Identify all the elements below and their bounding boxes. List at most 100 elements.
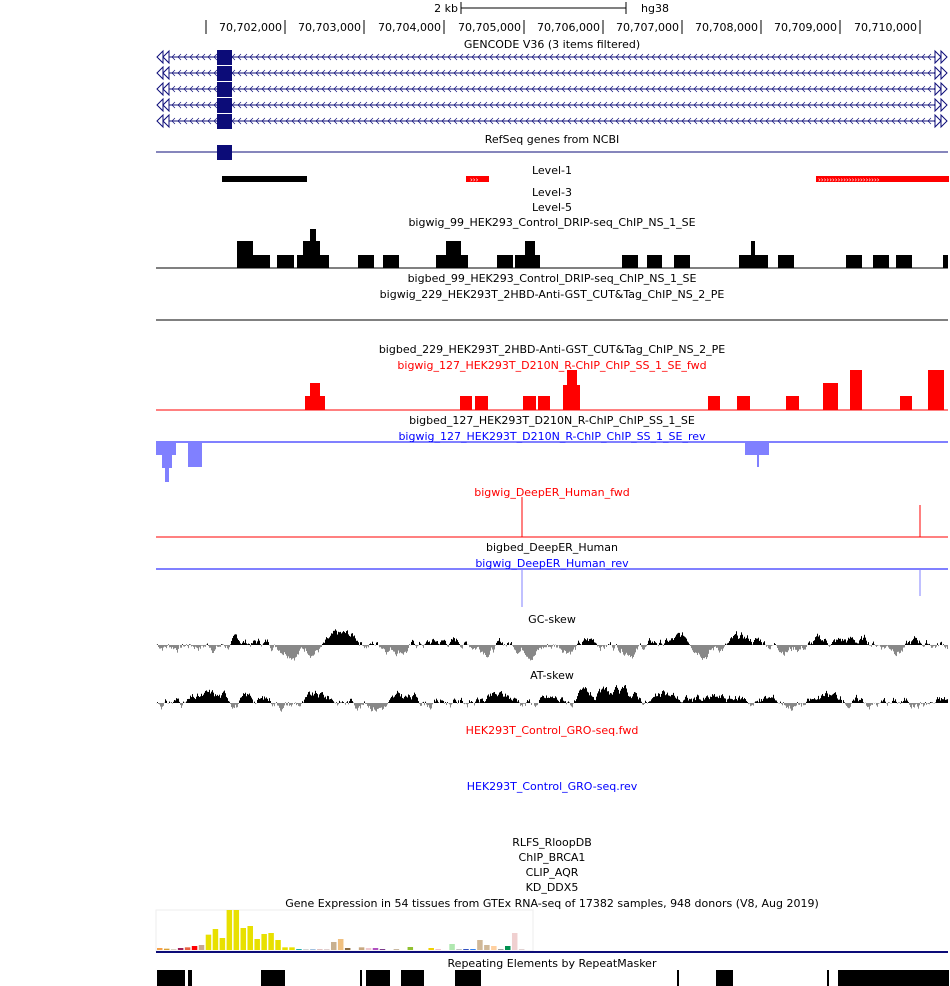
rchip-fwd-signal[interactable] (156, 370, 948, 411)
at-skew-signal[interactable] (156, 685, 948, 712)
skew-bar (781, 703, 782, 704)
bigwig-99-label[interactable]: bigwig_99_HEK293_Control_DRIP-seq_ChIP_N… (408, 216, 696, 229)
repeatmasker-track[interactable] (157, 970, 949, 986)
skew-bar (503, 696, 504, 703)
bigbed-99-label[interactable]: bigbed_99_HEK293_Control_DRIP-seq_ChIP_N… (407, 272, 697, 285)
bigwig-127-fwd-label[interactable]: bigwig_127_HEK293T_D210N_R-ChIP_ChIP_SS_… (397, 359, 707, 372)
skew-bar (478, 645, 479, 647)
skew-bar (441, 640, 442, 645)
skew-bar (179, 701, 180, 703)
skew-bar (757, 638, 758, 645)
skew-bar (246, 696, 247, 703)
skew-bar (440, 642, 441, 645)
clip-aqr-label[interactable]: CLIP_AQR (525, 866, 579, 879)
skew-bar (540, 697, 541, 703)
gro-fwd-label[interactable]: HEK293T_Control_GRO-seq.fwd (465, 724, 639, 737)
drip-seq-signal[interactable] (156, 229, 948, 269)
skew-bar (373, 644, 374, 645)
deeper-fwd-signal[interactable] (156, 497, 948, 538)
skew-bar (916, 637, 917, 645)
gencode-track[interactable] (156, 49, 948, 129)
skew-bar (416, 696, 417, 703)
skew-bar (301, 645, 302, 648)
skew-bar (882, 701, 883, 703)
skew-bar (247, 644, 248, 645)
rchip-rev-signal[interactable] (156, 441, 948, 482)
bigbed-229-label[interactable]: bigbed_229_HEK293T_2HBD-Anti-GST_CUT&Tag… (378, 343, 726, 356)
chip-brca1-label[interactable]: ChIP_BRCA1 (518, 851, 586, 864)
skew-bar (925, 643, 926, 645)
refseq-label[interactable]: RefSeq genes from NCBI (484, 133, 620, 146)
gc-skew-signal[interactable] (156, 629, 948, 661)
skew-bar (171, 702, 172, 703)
skew-bar (843, 700, 844, 703)
gtex-expression-chart[interactable] (155, 909, 534, 952)
skew-bar (441, 700, 442, 703)
gro-rev-label[interactable]: HEK293T_Control_GRO-seq.rev (466, 780, 638, 793)
skew-bar (392, 695, 393, 703)
skew-bar (346, 631, 347, 645)
deeper-rev-label[interactable]: bigwig_DeepER_Human_rev (475, 557, 629, 570)
level5-label[interactable]: Level-5 (531, 201, 572, 214)
skew-bar (895, 645, 896, 656)
skew-bar (250, 695, 251, 703)
rlfs-label[interactable]: RLFS_RloopDB (512, 836, 592, 849)
skew-bar (437, 641, 438, 645)
skew-bar (765, 695, 766, 703)
level1-track[interactable]: ››› ›››››››››››››››››››››› (222, 176, 949, 184)
skew-bar (283, 703, 284, 708)
skew-bar (574, 645, 575, 648)
skew-bar (695, 700, 696, 703)
bigwig-127-rev-label[interactable]: bigwig_127_HEK293T_D210N_R-ChIP_ChIP_SS_… (398, 430, 706, 443)
skew-bar (493, 645, 494, 653)
repeatmasker-label[interactable]: Repeating Elements by RepeatMasker (447, 957, 657, 970)
skew-bar (651, 642, 652, 645)
at-skew-label[interactable]: AT-skew (530, 669, 574, 682)
kd-ddx5-label[interactable]: KD_DDX5 (525, 881, 579, 894)
skew-bar (589, 695, 590, 703)
skew-bar (200, 645, 201, 649)
skew-bar (346, 702, 347, 703)
skew-bar (194, 645, 195, 650)
skew-bar (534, 703, 535, 706)
skew-bar (496, 642, 497, 645)
skew-bar (339, 700, 340, 703)
skew-bar (728, 698, 729, 703)
deeper-rev-signal[interactable] (156, 568, 948, 607)
level1-label[interactable]: Level-1 (531, 164, 572, 177)
skew-bar (938, 645, 939, 647)
skew-bar (161, 703, 162, 710)
skew-bar (249, 693, 250, 703)
skew-bar (397, 690, 398, 703)
gencode-label[interactable]: GENCODE V36 (3 items filtered) (463, 38, 641, 51)
skew-bar (471, 645, 472, 649)
bigbed-127-label[interactable]: bigbed_127_HEK293T_D210N_R-ChIP_ChIP_SS_… (409, 414, 695, 427)
skew-bar (221, 644, 222, 645)
skew-bar (863, 637, 864, 645)
skew-bar (893, 697, 894, 703)
gtex-tissue-bar (435, 949, 441, 950)
skew-bar (577, 643, 578, 645)
skew-bar (384, 645, 385, 650)
skew-bar (745, 699, 746, 703)
skew-bar (522, 703, 523, 707)
exon (217, 50, 232, 65)
level3-label[interactable]: Level-3 (531, 186, 572, 199)
refseq-track[interactable] (156, 145, 948, 160)
skew-bar (603, 645, 604, 648)
skew-bar (178, 698, 179, 703)
skew-bar (280, 645, 281, 653)
skew-bar (499, 692, 500, 703)
bigwig-229-label[interactable]: bigwig_229_HEK293T_2HBD-Anti-GST_CUT&Tag… (379, 288, 725, 301)
skew-bar (450, 703, 451, 708)
deeper-bed-label[interactable]: bigbed_DeepER_Human (485, 541, 618, 554)
skew-bar (830, 645, 831, 646)
gtex-label[interactable]: Gene Expression in 54 tissues from GTEx … (285, 897, 819, 910)
rchip-fwd-bar (567, 370, 577, 410)
skew-bar (325, 639, 326, 645)
gc-skew-label[interactable]: GC-skew (528, 613, 576, 626)
skew-bar (781, 645, 782, 654)
skew-bar (257, 641, 258, 645)
deeper-fwd-label[interactable]: bigwig_DeepER_Human_fwd (474, 486, 630, 499)
